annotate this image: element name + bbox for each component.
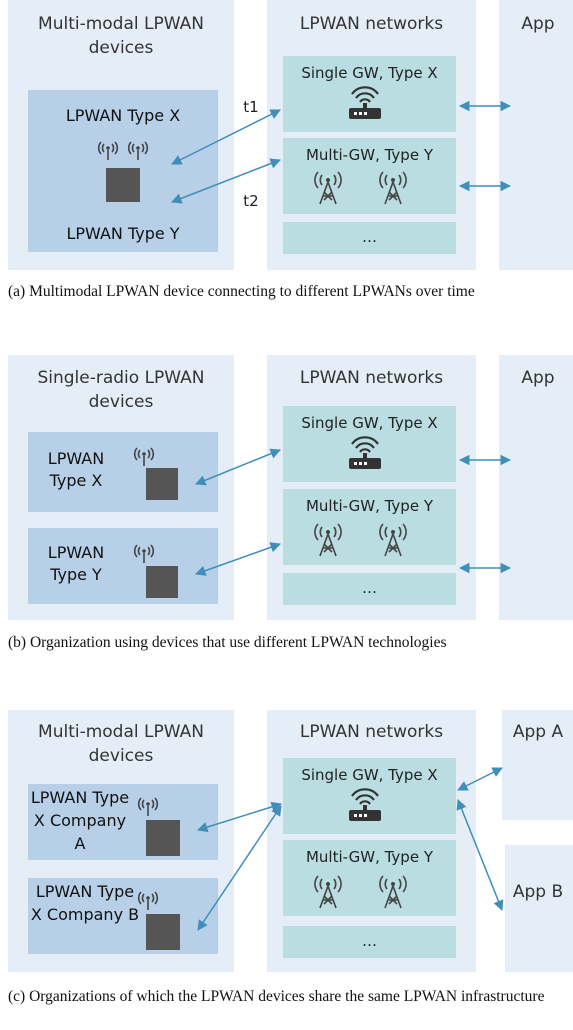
- a-net-more: [283, 222, 456, 254]
- a-net-multi: [283, 138, 456, 214]
- c-app-b-panel: [505, 845, 573, 972]
- a-app-panel: [499, 0, 573, 270]
- a-net-single-label: Single GW, Type X: [301, 64, 438, 82]
- c-caption: (c) Organizations of which the LPWAN dev…: [8, 988, 545, 1005]
- c-net-single-label: Single GW, Type X: [301, 766, 438, 784]
- b-device1-box: [28, 432, 218, 512]
- c-app-a-label: App A: [512, 722, 564, 742]
- c-device2: [146, 914, 180, 950]
- a-devices-header: Multi-modal LPWAN devices: [38, 14, 204, 58]
- link-arrow: [195, 448, 281, 486]
- antenna-tower-icon: [379, 523, 407, 557]
- a-app-header: App: [521, 14, 555, 34]
- antenna-tower-icon: [379, 875, 407, 909]
- a-device-label-x: LPWAN Type X: [65, 106, 181, 125]
- c-net-more-label: …: [362, 932, 377, 950]
- b-device2-label: LPWAN Type Y: [47, 543, 105, 584]
- b-networks-header: LPWAN networks: [299, 368, 444, 388]
- c-net-more: [283, 926, 456, 958]
- radio-waves-icon: [137, 797, 159, 817]
- a-net-more-label: …: [362, 228, 377, 246]
- b-net-more: [283, 573, 456, 605]
- b-net-multi: [283, 489, 456, 565]
- b-device2: [146, 566, 178, 598]
- b-devices-header: Single-radio LPWAN devices: [37, 368, 205, 412]
- c-device1-label: LPWAN Type X Company A: [30, 788, 130, 853]
- b-net-single-label: Single GW, Type X: [301, 414, 438, 432]
- a-net-multi-label: Multi-GW, Type Y: [305, 146, 433, 164]
- b-caption: (b) Organization using devices that use …: [8, 634, 447, 651]
- c-device2-box: [28, 878, 218, 954]
- c-networks-header: LPWAN networks: [299, 722, 444, 742]
- b-app-panel: [499, 355, 573, 620]
- link-arrow: [195, 542, 281, 576]
- link-arrow: [196, 801, 283, 833]
- radio-waves-icon: [133, 544, 155, 564]
- antenna-tower-icon: [314, 523, 342, 557]
- b-device1: [146, 468, 178, 500]
- antenna-tower-icon: [314, 171, 342, 205]
- antenna-tower-icon: [379, 171, 407, 205]
- router-icon: [347, 436, 383, 471]
- link-arrow: [171, 158, 281, 204]
- b-device1-label: LPWAN Type X: [47, 449, 105, 490]
- b-net-more-label: …: [362, 579, 377, 597]
- antenna-tower-icon: [314, 875, 342, 909]
- radio-waves-icon: [133, 447, 155, 467]
- a-caption: (a) Multimodal LPWAN device connecting t…: [8, 283, 475, 300]
- link-arrow: [171, 109, 281, 165]
- c-app-b-label: App B: [512, 882, 564, 902]
- c-net-multi-label: Multi-GW, Type Y: [305, 848, 433, 866]
- c-app-a-panel: [502, 710, 573, 820]
- a-device: [106, 168, 140, 202]
- c-net-multi: [283, 840, 456, 916]
- router-icon: [347, 788, 383, 823]
- link-arrow: [457, 767, 503, 791]
- c-devices-header: Multi-modal LPWAN devices: [38, 722, 204, 766]
- link-arrow: [456, 799, 504, 911]
- radio-waves-icon: [127, 141, 149, 161]
- a-device-label-y: LPWAN Type Y: [66, 224, 180, 243]
- b-device2-box: [28, 528, 218, 604]
- b-net-multi-label: Multi-GW, Type Y: [305, 497, 433, 515]
- b-app-header: App: [521, 368, 555, 388]
- radio-waves-icon: [97, 141, 119, 161]
- c-device1: [146, 820, 180, 856]
- c-device2-label: LPWAN Type X Company B: [30, 882, 140, 924]
- radio-waves-icon: [137, 891, 159, 911]
- c-device1-box: [28, 784, 218, 860]
- link-arrow: [197, 805, 282, 931]
- a-networks-header: LPWAN networks: [299, 14, 444, 34]
- router-icon: [347, 86, 383, 121]
